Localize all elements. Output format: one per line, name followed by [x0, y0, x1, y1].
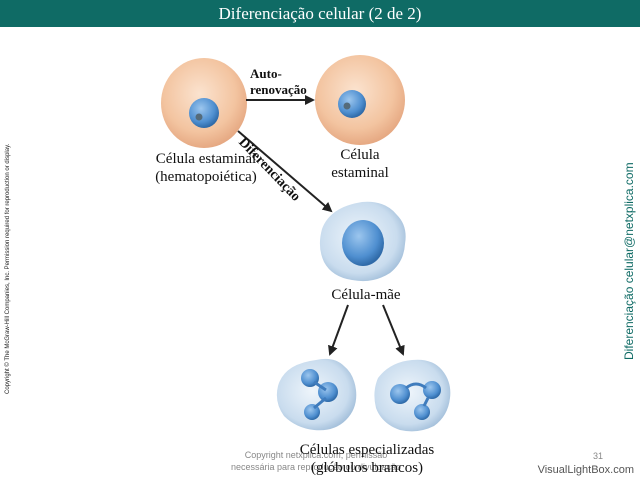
new-stem-cell-label: Célula estaminal — [318, 146, 402, 182]
footer-copyright-line1: Copyright netxplica.com, permissão — [244, 450, 388, 460]
copyright-side-text: Copyright © The McGraw-Hill Companies, I… — [5, 143, 11, 394]
stem-cell — [161, 58, 247, 148]
self-renewal-label-line2: renovação — [250, 82, 307, 97]
new-stem-cell — [315, 55, 405, 145]
specialized-cells-label-line1: Células especializadas — [299, 442, 435, 458]
differentiation-arrow — [237, 130, 333, 213]
brand-side-text: Diferenciação celular@netxplica.com — [622, 162, 636, 360]
mother-cell-label: Célula-mãe — [331, 287, 401, 303]
new-stem-cell-label-line2: estaminal — [331, 165, 389, 181]
mother-cell — [319, 201, 406, 282]
slide-title: Diferenciação celular (2 de 2) — [0, 0, 640, 27]
white-blood-cell-right — [374, 359, 451, 432]
white-blood-cell-left — [276, 358, 357, 431]
footer-copyright-line2: necessária para reprodução ou divulgação — [230, 462, 402, 472]
specialized-cells-label: Células especializadas (glóbulos brancos… — [282, 441, 452, 477]
new-stem-cell-label-line1: Célula — [340, 147, 380, 163]
stem-cell-label-line2: (hematopoiética) — [155, 169, 257, 185]
self-renewal-label: Auto- renovação — [250, 66, 307, 98]
specialized-cells-label-line2: (glóbulos brancos) — [310, 460, 424, 476]
stem-cell-label-line1: Célula estaminal — [155, 151, 257, 167]
watermark-text: VisualLightBox.com — [537, 464, 634, 476]
page-number: 31 — [592, 451, 603, 461]
self-renewal-label-line1: Auto- — [250, 66, 282, 81]
arrow-to-specialized-left — [328, 304, 349, 356]
arrow-to-specialized-right — [382, 304, 405, 356]
stem-cell-label: Célula estaminal (hematopoiética) — [138, 150, 274, 186]
footer-copyright: Copyright netxplica.com, permissão neces… — [226, 449, 406, 473]
